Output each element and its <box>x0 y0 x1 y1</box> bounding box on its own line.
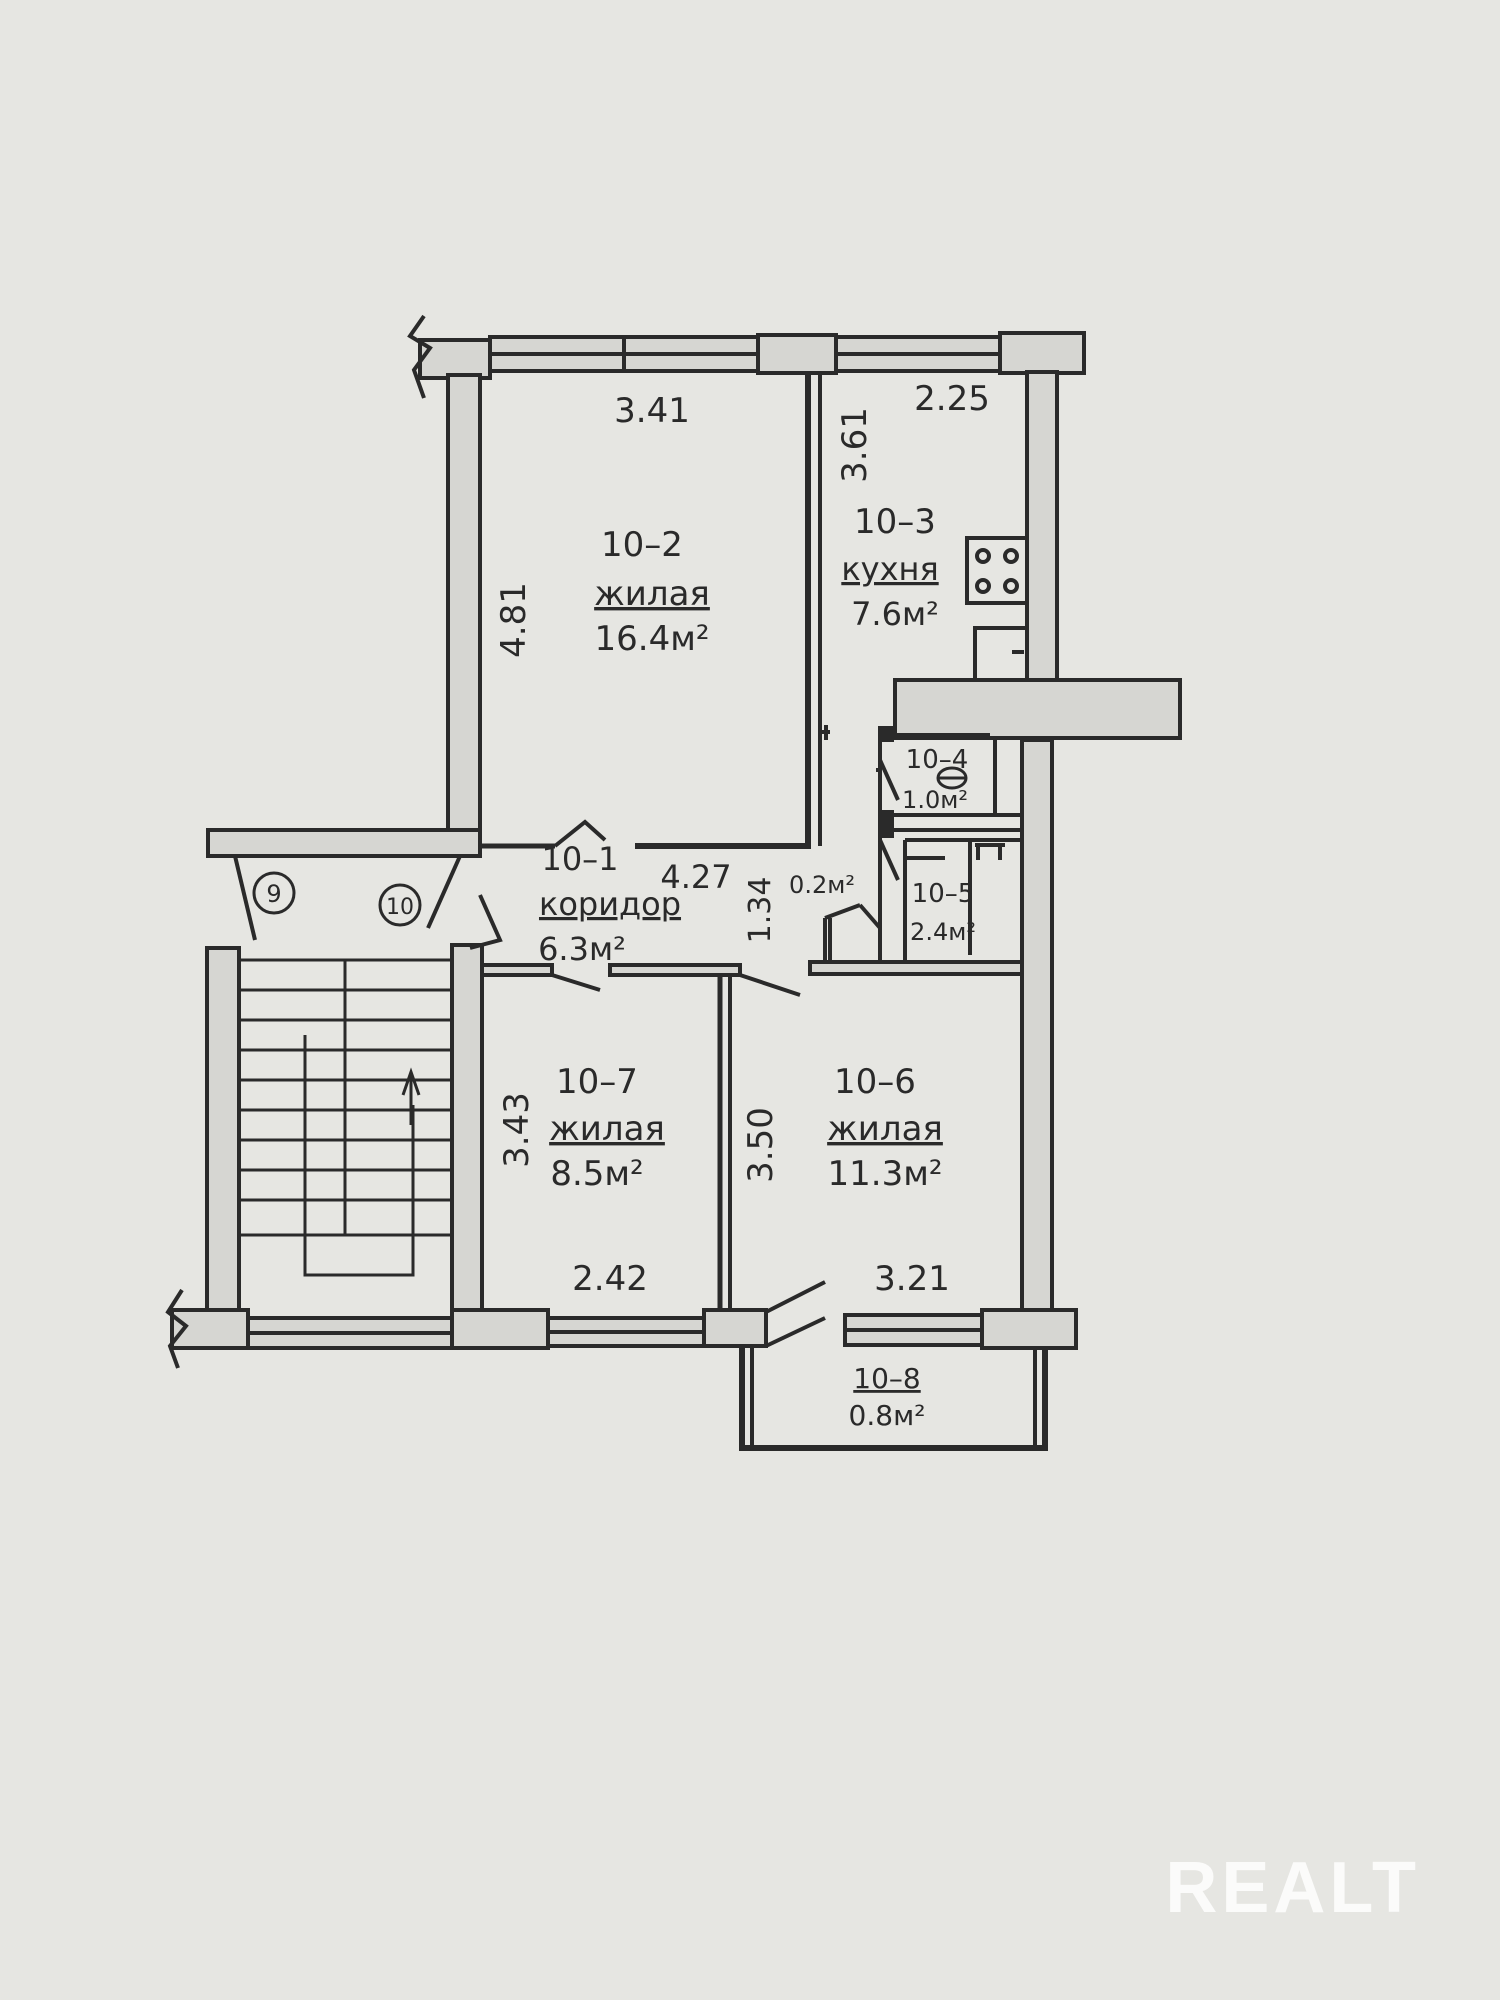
pillar-top-right <box>998 331 1086 375</box>
room-type: коридор <box>539 885 681 923</box>
wall-stair-left <box>205 946 241 1320</box>
wall-stair-right <box>450 943 484 1327</box>
vent-shaft <box>893 678 1182 740</box>
dimensions: 3.41 2.25 3.61 4.81 4.27 1.34 3.43 3.50 … <box>494 379 990 1299</box>
room-type: жилая <box>594 574 710 614</box>
room-code: 10–1 <box>541 840 618 878</box>
pillar-bottom-right <box>980 1308 1078 1350</box>
pillar-bottom-mid <box>450 1308 550 1350</box>
room-area: 8.5м² <box>550 1154 643 1194</box>
room-type: жилая <box>827 1109 943 1149</box>
dim-1-34: 1.34 <box>743 877 778 944</box>
room-area: 7.6м² <box>851 595 939 633</box>
dim-2-42: 2.42 <box>572 1259 648 1299</box>
niche-area: 0.2м² <box>789 871 855 899</box>
room-10-2-label: 10–2 жилая 16.4м² <box>594 525 710 659</box>
room-code: 10–7 <box>556 1062 638 1102</box>
apartment-9-number: 9 <box>266 880 281 908</box>
room-10-5-label: 10–5 2.4м² <box>910 879 976 946</box>
room-10-1-label: 10–1 коридор 6.3м² <box>538 840 681 968</box>
dim-2-25: 2.25 <box>914 379 990 419</box>
wall-left-upper <box>446 373 482 837</box>
room-code: 10–8 <box>853 1362 920 1395</box>
room-code: 10–3 <box>854 502 936 542</box>
partitions <box>165 314 1048 1451</box>
room-code: 10–6 <box>834 1062 916 1102</box>
pillar-top-mid <box>756 333 838 375</box>
room-area: 6.3м² <box>538 930 626 968</box>
room-area: 2.4м² <box>910 918 976 946</box>
wall-right-lower <box>1020 738 1054 1322</box>
pillar-bottom-balcony <box>702 1308 768 1348</box>
room-10-7-label: 10–7 жилая 8.5м² <box>549 1062 665 1194</box>
apartment-10-number: 10 <box>386 895 414 920</box>
dim-3-50: 3.50 <box>741 1107 781 1183</box>
kitchen-sink-icon <box>973 626 1029 682</box>
walls <box>170 331 1182 1350</box>
room-area: 0.8м² <box>849 1399 926 1432</box>
room-10-6-label: 10–6 жилая 11.3м² <box>827 1062 943 1194</box>
room-10-4-label: 10–4 1.0м² <box>902 745 968 814</box>
dim-3-43: 3.43 <box>497 1092 537 1168</box>
niche-label: 0.2м² <box>789 871 855 899</box>
room-type: кухня <box>841 550 938 588</box>
dim-3-41: 3.41 <box>614 391 690 431</box>
room-code: 10–4 <box>906 745 969 775</box>
realt-watermark-logo: REALT <box>1165 1848 1420 1928</box>
room-10-3-label: 10–3 кухня 7.6м² <box>841 502 939 633</box>
room-area: 11.3м² <box>828 1154 943 1194</box>
apartment-9-circle <box>252 871 296 915</box>
wall-landing <box>206 828 482 858</box>
dim-3-21: 3.21 <box>874 1259 950 1299</box>
room-code: 10–5 <box>912 879 975 909</box>
room-type: жилая <box>549 1109 665 1149</box>
kitchen-stove-icon <box>965 536 1029 605</box>
room-code: 10–2 <box>601 525 683 565</box>
room-area: 1.0м² <box>902 786 968 814</box>
toilet-icon <box>936 766 968 790</box>
pillar-top-left <box>418 338 492 380</box>
staircase <box>240 958 452 1277</box>
room-area: 16.4м² <box>595 619 710 659</box>
dim-4-81: 4.81 <box>494 582 534 658</box>
dim-4-27: 4.27 <box>660 858 731 896</box>
wall-right-upper <box>1025 370 1059 682</box>
dim-3-61: 3.61 <box>835 407 875 483</box>
apartment-markers: 9 10 <box>252 871 422 927</box>
room-10-8-label: 10–8 0.8м² <box>849 1362 926 1432</box>
apartment-10-circle <box>378 883 422 927</box>
